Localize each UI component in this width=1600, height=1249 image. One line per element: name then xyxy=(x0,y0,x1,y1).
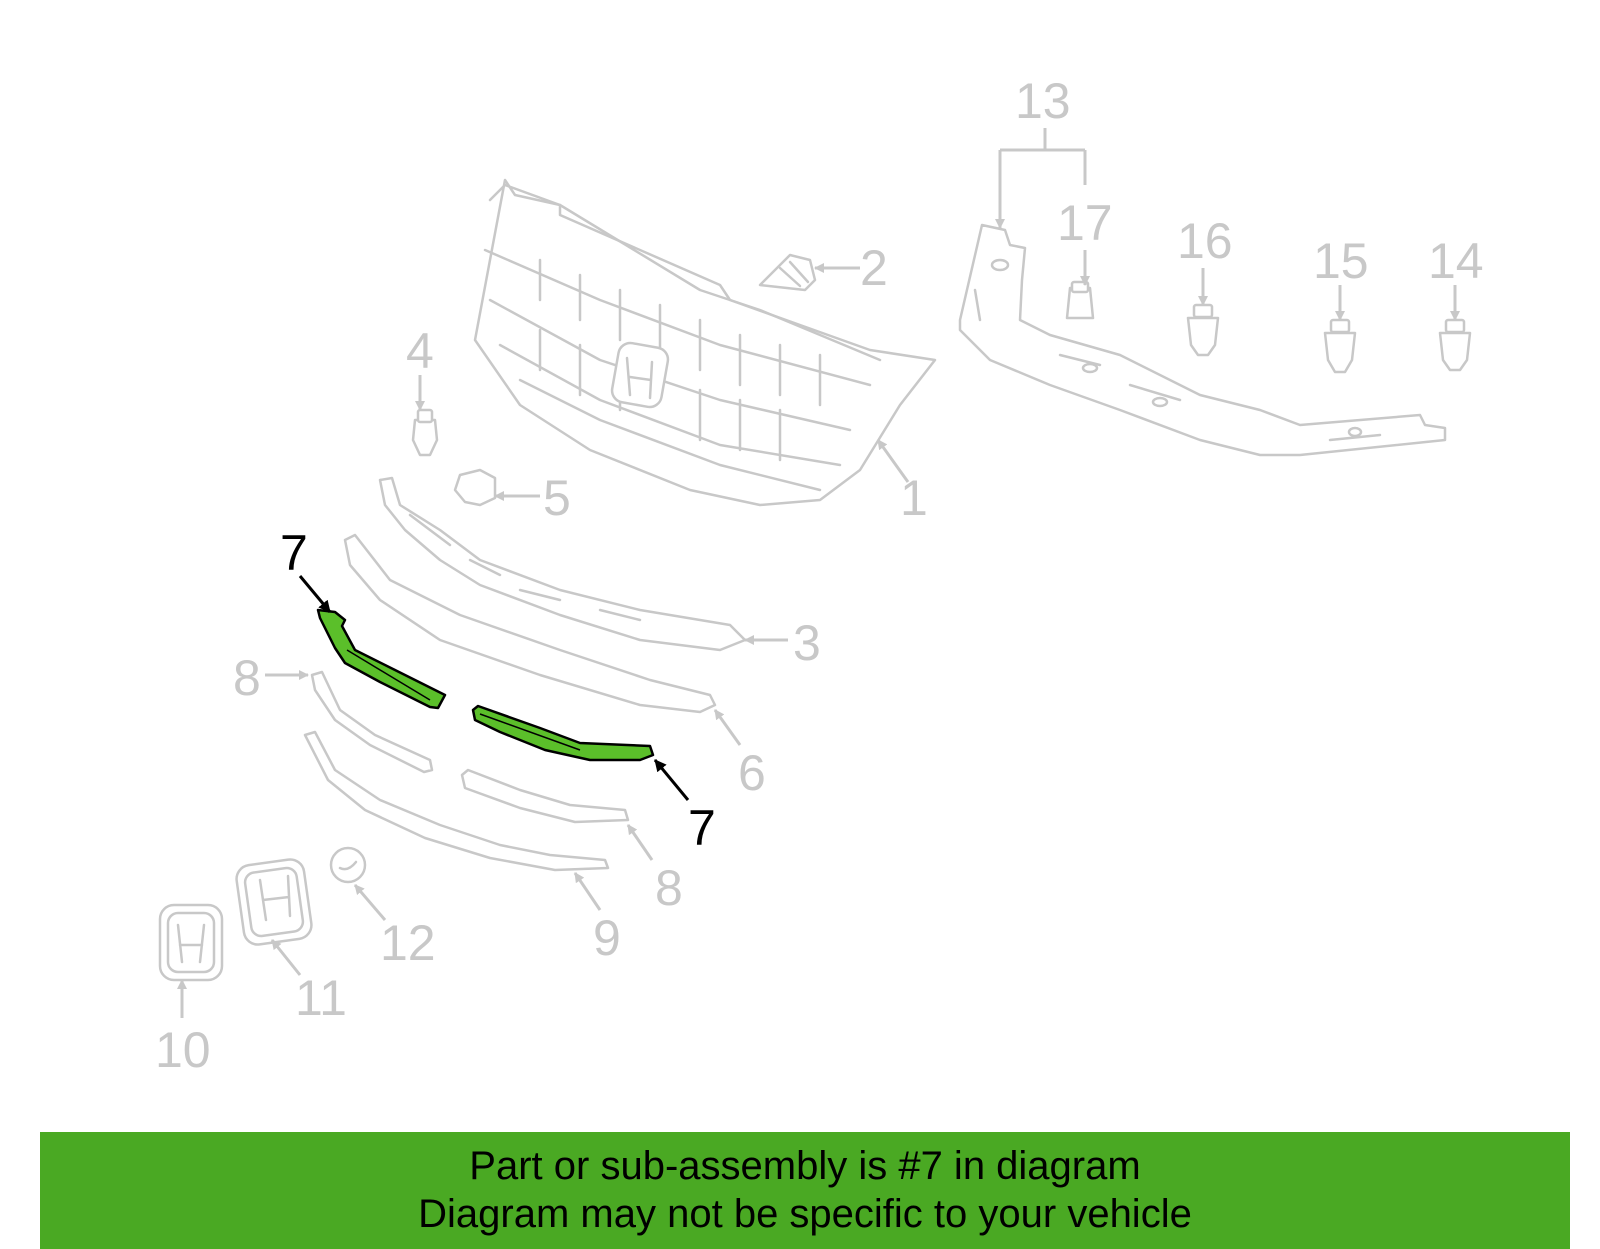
emblem-part-11 xyxy=(235,858,313,946)
molding-part-8-right xyxy=(460,768,630,824)
label-4: 4 xyxy=(406,323,434,379)
bolt-part-15 xyxy=(1323,318,1357,374)
parts-diagram: 1 2 3 4 5 6 7 7 8 8 9 10 11 12 13 14 15 … xyxy=(155,73,1484,1078)
cap-part-12 xyxy=(329,846,367,884)
label-5: 5 xyxy=(543,470,571,526)
label-17: 17 xyxy=(1057,195,1113,251)
label-6: 6 xyxy=(738,745,766,801)
grille-part-1 xyxy=(473,178,937,507)
nut-part-17 xyxy=(1065,280,1095,320)
emblem-part-10 xyxy=(158,903,224,982)
label-7-left: 7 xyxy=(280,525,308,581)
label-7-right: 7 xyxy=(688,800,716,856)
label-14: 14 xyxy=(1428,233,1484,289)
label-12: 12 xyxy=(380,915,436,971)
clip-part-5 xyxy=(453,468,497,507)
fastener-part-4 xyxy=(411,408,439,457)
label-1: 1 xyxy=(900,470,928,526)
molding-part-9 xyxy=(303,730,610,872)
bolt-part-14 xyxy=(1438,318,1472,372)
label-15: 15 xyxy=(1313,233,1369,289)
label-8-right: 8 xyxy=(655,860,683,916)
part-info-banner: Part or sub-assembly is #7 in diagram Di… xyxy=(40,1132,1570,1249)
label-13: 13 xyxy=(1015,73,1071,129)
molding-part-6 xyxy=(343,533,717,714)
molding-part-7-right xyxy=(471,704,655,762)
label-2: 2 xyxy=(860,240,888,296)
leader-lines xyxy=(177,128,1460,1018)
molding-part-8-left xyxy=(310,670,434,774)
label-9: 9 xyxy=(593,910,621,966)
bolt-part-16 xyxy=(1186,303,1220,357)
molding-part-7-left xyxy=(316,608,447,710)
bracket-part-13 xyxy=(958,223,1447,457)
label-8-left: 8 xyxy=(233,650,261,706)
clip-part-2 xyxy=(758,253,817,292)
part-number-labels: 1 2 3 4 5 6 7 7 8 8 9 10 11 12 13 14 15 … xyxy=(155,73,1484,1078)
banner-line-part: Part or sub-assembly is #7 in diagram xyxy=(469,1144,1141,1188)
banner-line-disclaimer: Diagram may not be specific to your vehi… xyxy=(418,1192,1192,1236)
label-16: 16 xyxy=(1177,213,1233,269)
label-3: 3 xyxy=(793,615,821,671)
label-11: 11 xyxy=(295,970,347,1026)
label-10: 10 xyxy=(155,1022,211,1078)
